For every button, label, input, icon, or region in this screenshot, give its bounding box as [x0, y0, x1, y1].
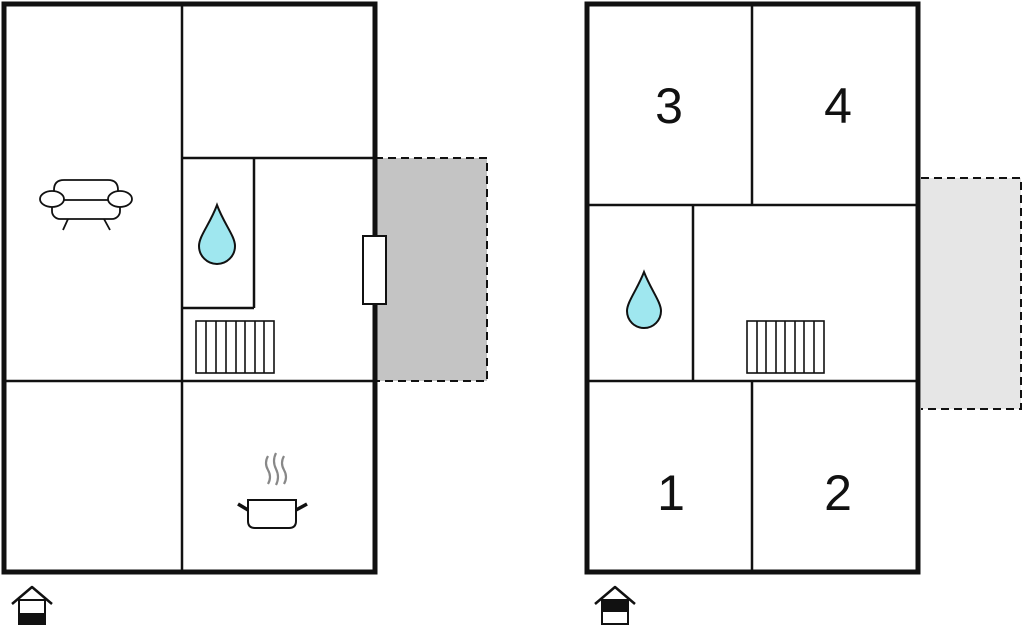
water-drop-icon: [197, 202, 237, 265]
ground-floor-plan: [1, 1, 488, 575]
cooking-pot-icon: [237, 452, 308, 529]
upper-floor-plan: 3 4 1 2: [584, 1, 1022, 575]
ground-outer-wall: [1, 1, 378, 575]
house-upper-floor-icon: [594, 585, 636, 625]
upper-outer-wall: [584, 1, 921, 575]
ground-terrace: [375, 158, 487, 381]
room-label-1: 1: [657, 465, 685, 521]
stairs-icon: [746, 320, 825, 374]
upper-interior-walls: [587, 4, 918, 572]
room-label-3: 3: [655, 78, 683, 134]
upper-terrace-dashed-outline: [921, 177, 1022, 410]
sofa-icon: [39, 179, 133, 231]
ground-interior-walls: [4, 4, 375, 572]
upper-terrace: [921, 178, 1021, 409]
room-label-4: 4: [824, 78, 852, 134]
ground-terrace-dashed-outline: [375, 157, 488, 382]
door-icon: [362, 235, 387, 305]
room-label-2: 2: [824, 465, 852, 521]
water-drop-icon: [625, 269, 663, 329]
house-ground-floor-icon: [11, 585, 53, 625]
stairs-icon: [195, 320, 275, 374]
